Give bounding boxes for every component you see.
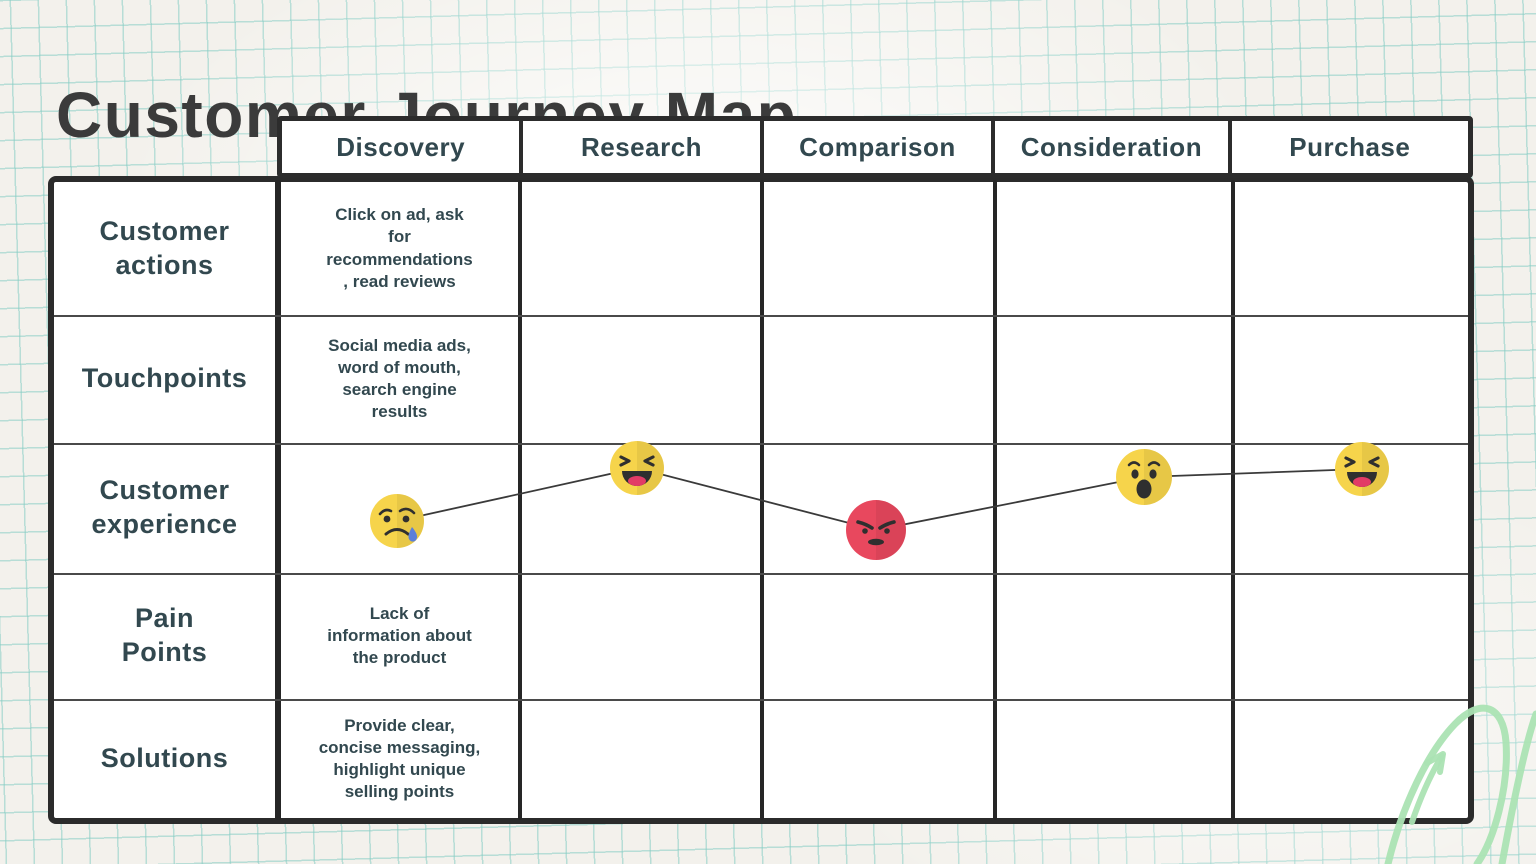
row-divider <box>54 699 1468 701</box>
column-divider <box>760 180 764 820</box>
column-header-discovery: Discovery <box>282 121 524 173</box>
column-divider <box>275 180 281 820</box>
column-divider <box>518 180 522 820</box>
column-header-comparison: Comparison <box>764 121 996 173</box>
row-label-touchpoints: Touchpoints <box>81 363 248 394</box>
journey-table: Customer actions Touchpoints Customer ex… <box>48 176 1474 824</box>
row-label-customer-experience: Customer experience <box>91 475 238 539</box>
row-label-pain-points: Pain Points <box>121 603 208 667</box>
cell-touchpoints-discovery: Social media ads, word of mouth, search … <box>328 335 471 422</box>
row-divider <box>54 573 1468 575</box>
row-label-solutions: Solutions <box>100 743 229 774</box>
column-divider <box>993 180 997 820</box>
column-header-consideration: Consideration <box>995 121 1232 173</box>
stage-header-row: Discovery Research Comparison Considerat… <box>277 116 1473 178</box>
row-label-customer-actions: Customer actions <box>99 215 230 280</box>
cell-pain-points-discovery: Lack of information about the product <box>327 603 472 668</box>
row-divider <box>54 315 1468 317</box>
cell-solutions-discovery: Provide clear, concise messaging, highli… <box>318 715 481 802</box>
column-header-research: Research <box>523 121 764 173</box>
column-header-purchase: Purchase <box>1289 131 1411 162</box>
cell-customer-actions-discovery: Click on ad, ask for recommendations , r… <box>326 205 473 291</box>
row-divider <box>54 443 1468 445</box>
column-divider <box>1231 180 1235 820</box>
